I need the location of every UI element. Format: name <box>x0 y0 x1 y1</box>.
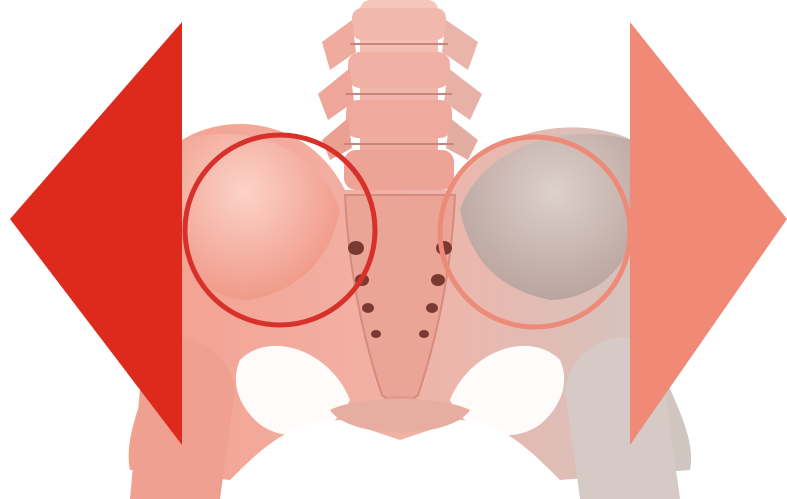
lumbar-spine <box>318 0 482 200</box>
left-arrow-icon <box>10 22 182 445</box>
right-arrow-icon <box>630 22 787 445</box>
